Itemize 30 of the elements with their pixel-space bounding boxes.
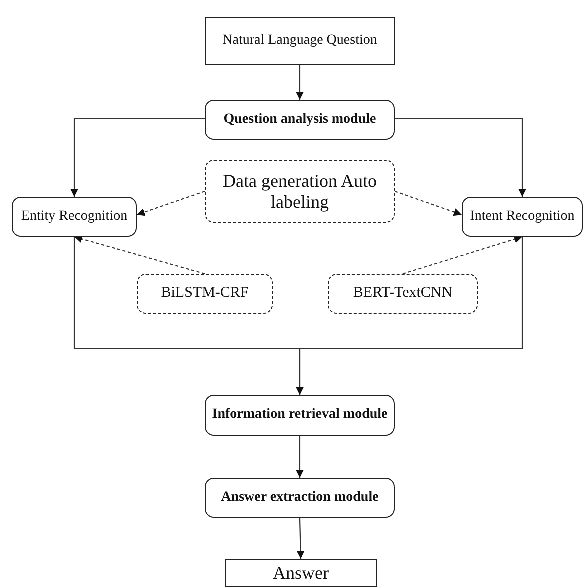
- dashed-arrow: [74, 235, 206, 275]
- arrow: [395, 118, 526, 197]
- node-label: Question analysis module: [224, 112, 376, 128]
- arrow: [296, 237, 524, 395]
- node-label: Intent Recognition: [470, 208, 575, 226]
- arrow: [70, 118, 205, 197]
- model-box: [328, 274, 478, 314]
- method-box: [205, 160, 395, 223]
- node-label: Information retrieval module: [212, 407, 388, 424]
- node-label: Data generation Auto labeling: [222, 170, 378, 212]
- node-label: Natural Language Question: [222, 32, 378, 50]
- arrow: [296, 65, 304, 100]
- arrow: [296, 518, 305, 560]
- dashed-arrow: [402, 236, 523, 275]
- node-label: Answer extraction module: [221, 490, 379, 506]
- process-box: [12, 197, 137, 237]
- process-box: [205, 478, 395, 518]
- process-box: [462, 197, 583, 237]
- process-box: [205, 395, 395, 436]
- output-box: [225, 559, 377, 587]
- node-label: BERT-TextCNN: [353, 285, 453, 303]
- dashed-arrow: [394, 190, 462, 216]
- process-box: [205, 100, 395, 140]
- node-label: BiLSTM-CRF: [161, 285, 249, 303]
- node-label: Answer: [273, 562, 329, 584]
- node-label: Entity Recognition: [21, 208, 128, 226]
- model-box: [137, 274, 273, 314]
- input-box: [205, 17, 395, 65]
- arrow: [296, 436, 304, 478]
- dashed-arrow: [136, 190, 206, 216]
